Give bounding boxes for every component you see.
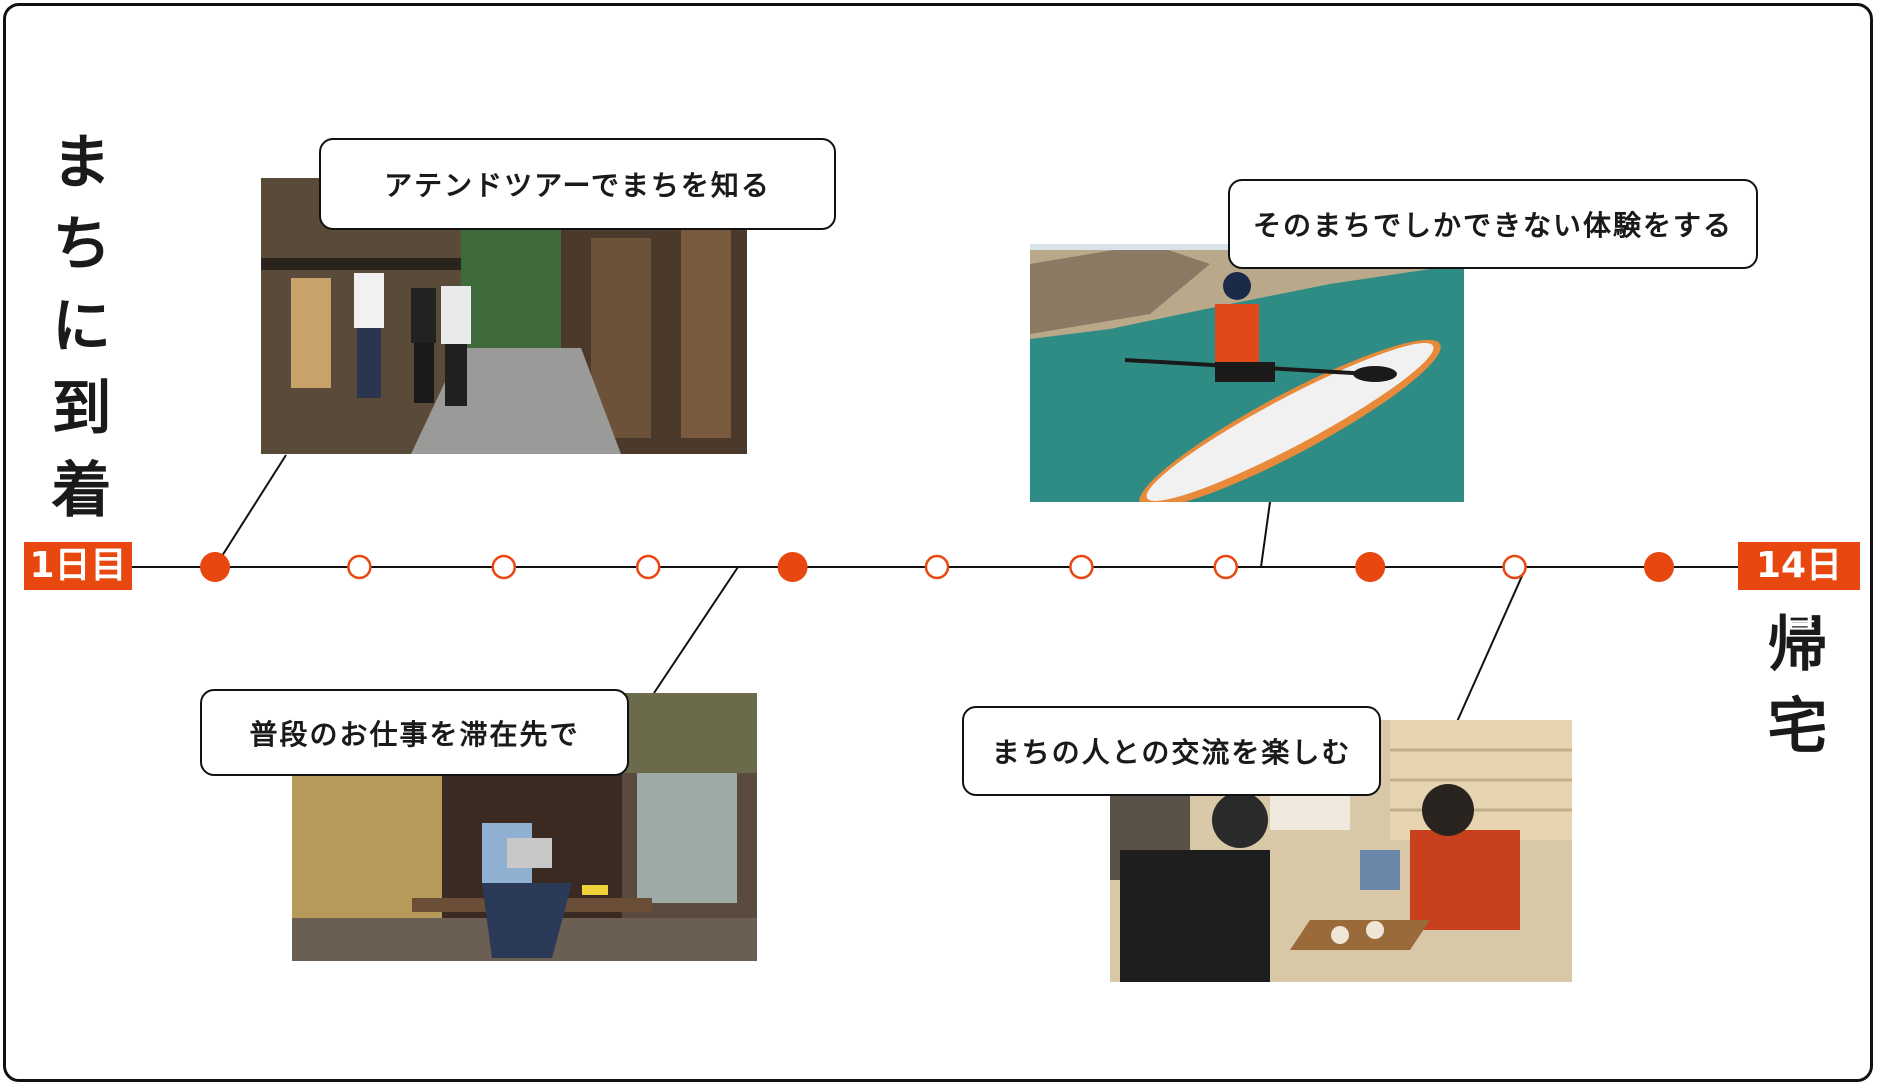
event-label-unique-experience: そのまちでしかできない体験をする <box>1228 179 1758 269</box>
timeline-point <box>635 554 661 580</box>
timeline-point-highlighted <box>1644 552 1674 582</box>
timeline-point <box>1069 554 1094 580</box>
connector-line <box>214 454 287 568</box>
connector-line <box>653 566 739 694</box>
start-day-badge: 1日目 <box>24 542 132 590</box>
paddleboard-sea-photo <box>1030 244 1464 502</box>
start-label: まちに到着 <box>41 130 111 540</box>
timeline-point <box>1502 554 1527 580</box>
timeline-point-highlighted <box>1355 552 1386 582</box>
timeline-point-highlighted <box>777 552 808 582</box>
end-day-badge: 14日目 <box>1738 542 1860 634</box>
event-label-attend-tour: アテンドツアーでまちを知る <box>319 138 836 230</box>
end-label: 帰宅 <box>1757 612 1827 776</box>
event-label-remote-work: 普段のお仕事を滞在先で <box>200 689 629 776</box>
event-label-local-exchange: まちの人との交流を楽しむ <box>962 706 1381 796</box>
timeline-point <box>347 554 372 580</box>
timeline-point <box>924 554 950 580</box>
timeline-point <box>1213 554 1239 580</box>
timeline-point-highlighted <box>200 552 230 582</box>
connector-line <box>1260 501 1271 568</box>
connector-line <box>1451 566 1527 734</box>
timeline-point <box>491 554 517 580</box>
